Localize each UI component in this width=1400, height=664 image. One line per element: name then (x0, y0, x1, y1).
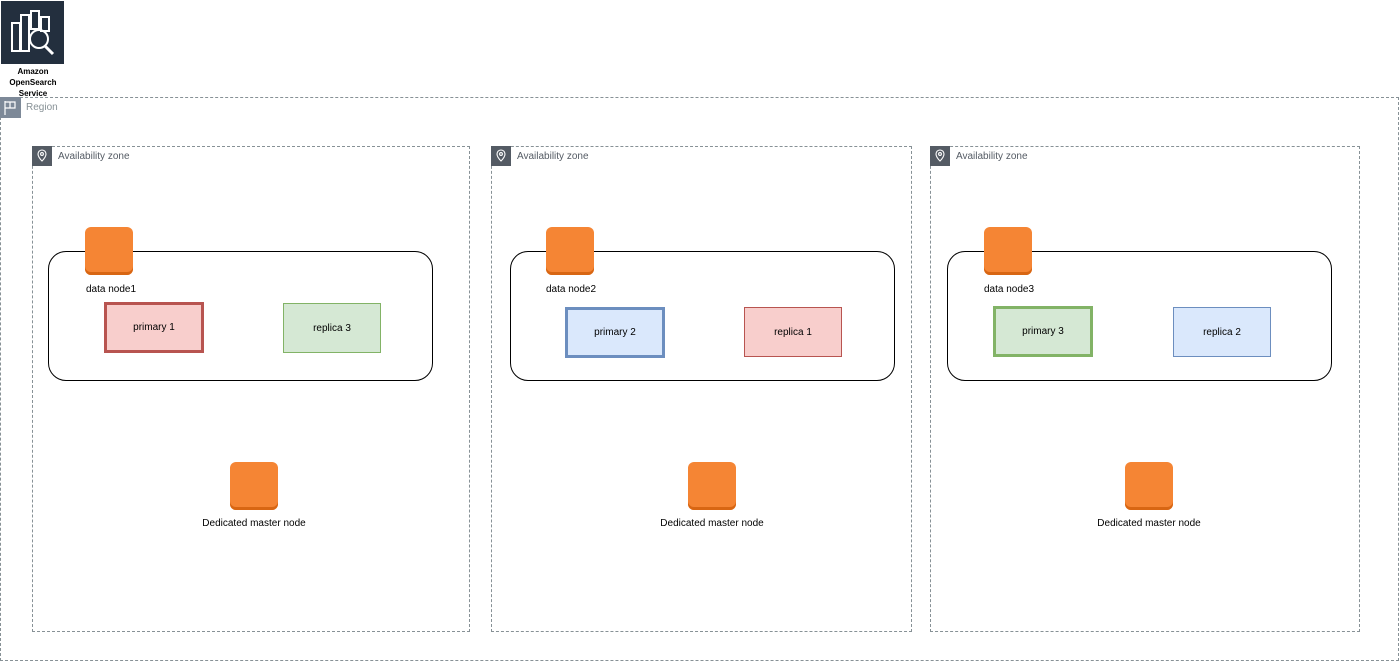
az-label-2: Availability zone (517, 151, 589, 162)
master-node-2-label: Dedicated master node (660, 518, 764, 529)
primary-shard-1: primary 1 (104, 302, 204, 353)
service-label-line3: Service (18, 89, 48, 98)
location-pin-icon (32, 146, 52, 166)
master-node-2-instance-icon (688, 462, 736, 510)
primary-shard-3: primary 3 (993, 306, 1093, 357)
opensearch-service-icon (1, 1, 64, 64)
master-node-1-label: Dedicated master node (202, 518, 306, 529)
data-node-3-instance-icon (984, 227, 1032, 275)
availability-zone-3 (930, 146, 1360, 632)
primary-shard-2-label: primary 2 (594, 327, 636, 338)
service-label: Amazon OpenSearch Service (0, 66, 66, 99)
primary-shard-3-label: primary 3 (1022, 326, 1064, 337)
primary-shard-2: primary 2 (565, 307, 665, 358)
availability-zone-1 (32, 146, 470, 632)
replica-shard-2-label: replica 2 (1203, 326, 1241, 338)
master-node-3-instance-icon (1125, 462, 1173, 510)
data-node-2-label: data node2 (546, 284, 597, 295)
location-pin-icon (491, 146, 511, 166)
data-node-3-label: data node3 (984, 284, 1035, 295)
replica-shard-1-label: replica 1 (774, 326, 812, 338)
service-label-line2: OpenSearch (9, 78, 57, 87)
replica-shard-3: replica 3 (283, 303, 381, 353)
region-flag-icon (0, 97, 21, 118)
region-label: Region (26, 102, 58, 113)
data-node-2-instance-icon (546, 227, 594, 275)
primary-shard-1-label: primary 1 (133, 322, 175, 333)
data-node-1-label: data node1 (86, 284, 137, 295)
master-node-1-instance-icon (230, 462, 278, 510)
master-node-3-label: Dedicated master node (1097, 518, 1201, 529)
service-label-line1: Amazon (17, 67, 49, 76)
region-boundary (0, 97, 1399, 661)
replica-shard-2: replica 2 (1173, 307, 1271, 357)
replica-shard-1: replica 1 (744, 307, 842, 357)
availability-zone-2 (491, 146, 912, 632)
az-label-1: Availability zone (58, 151, 130, 162)
az-label-3: Availability zone (956, 151, 1028, 162)
location-pin-icon (930, 146, 950, 166)
replica-shard-3-label: replica 3 (313, 322, 351, 334)
data-node-1-instance-icon (85, 227, 133, 275)
